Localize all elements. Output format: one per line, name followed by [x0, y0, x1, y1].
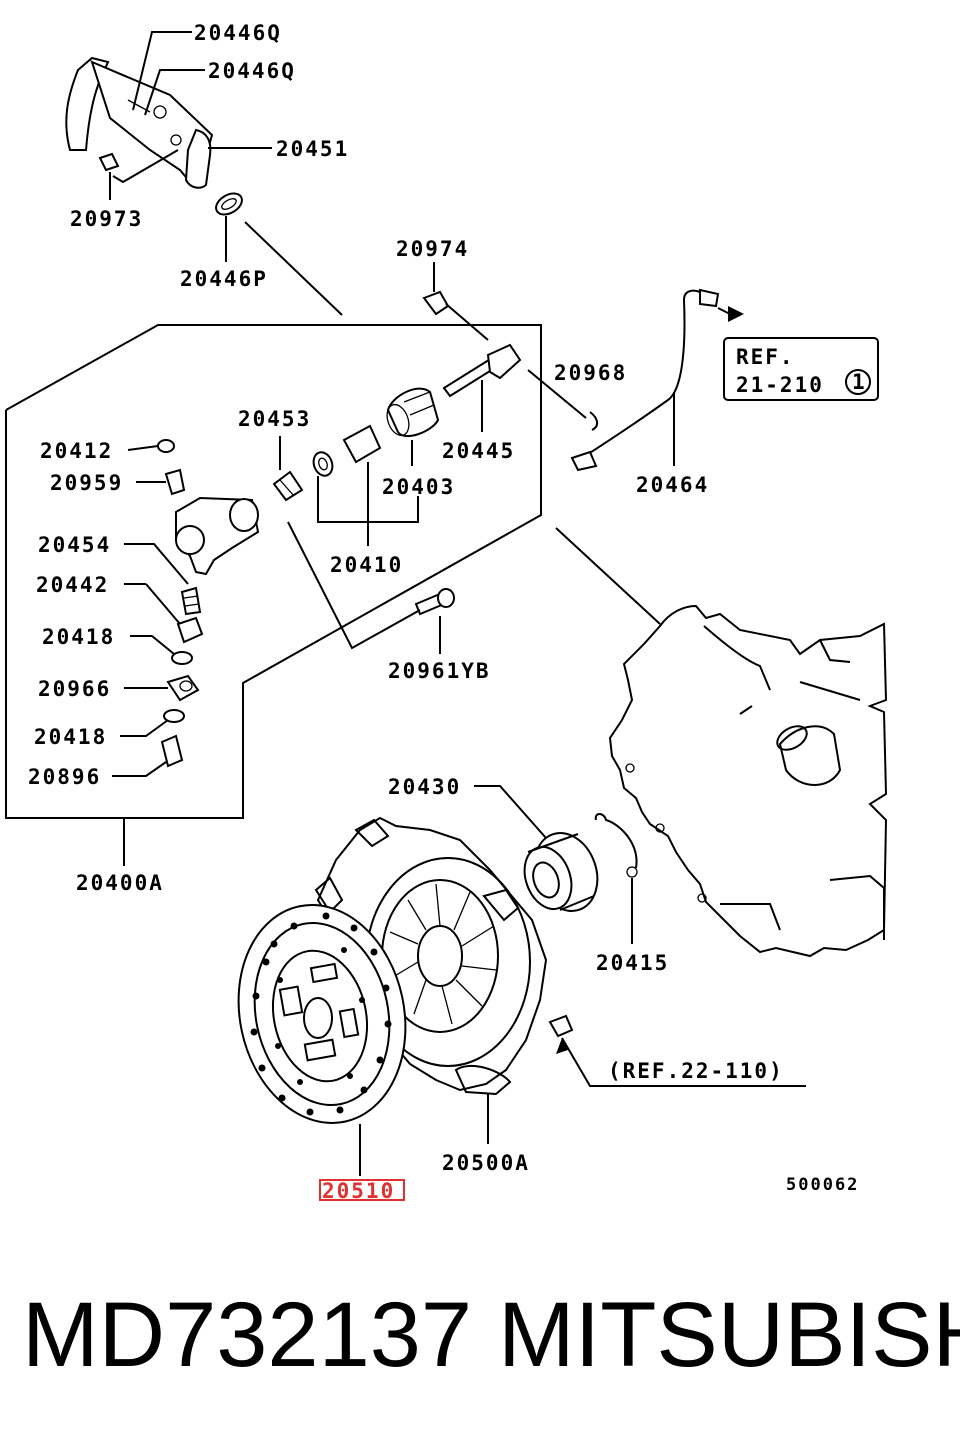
label-20451: 20451 [276, 137, 349, 161]
label-20430: 20430 [388, 775, 461, 799]
ref-box-line2: 21-210 [736, 373, 824, 397]
label-20418-b: 20418 [34, 725, 107, 749]
clutch-pipe [570, 288, 744, 472]
spring-seat [176, 616, 204, 644]
piston-spring [272, 470, 304, 502]
boot-ring [215, 192, 243, 216]
label-20400A: 20400A [76, 871, 164, 895]
piston [312, 424, 382, 477]
label-ref-22-110: (REF.22-110) [608, 1059, 784, 1083]
release-cylinder [175, 496, 260, 576]
release-bearing [523, 832, 599, 912]
label-20961YB: 20961YB [388, 659, 491, 683]
label-20974: 20974 [396, 237, 469, 261]
label-20500A: 20500A [442, 1151, 530, 1175]
label-20412: 20412 [40, 439, 113, 463]
pipe-clip [589, 411, 598, 431]
label-20446Q-b: 20446Q [208, 59, 296, 83]
label-20968: 20968 [554, 361, 627, 385]
brand-name: MITSUBISHI [498, 1284, 960, 1386]
part-number: MD732137 [22, 1284, 472, 1386]
label-20446Q-a: 20446Q [194, 21, 282, 45]
fork-pin [98, 152, 120, 172]
transmission-housing [608, 604, 888, 958]
union-bolt [166, 674, 200, 702]
label-20896: 20896 [28, 765, 101, 789]
bearing-clip [594, 813, 638, 878]
disc-rivet-holes [250, 912, 392, 1116]
boot [386, 387, 440, 438]
label-20415: 20415 [596, 951, 669, 975]
clutch-disc [237, 904, 407, 1124]
label-20403: 20403 [382, 475, 455, 499]
ref-box-line1: REF. [736, 345, 795, 369]
label-20959: 20959 [50, 471, 123, 495]
label-20453: 20453 [238, 407, 311, 431]
label-20510: 20510 [322, 1179, 395, 1203]
label-20966: 20966 [38, 677, 111, 701]
spring-20454 [180, 586, 202, 616]
bleeder-nipple [164, 468, 186, 496]
label-20445: 20445 [442, 439, 515, 463]
damper-springs [278, 962, 360, 1062]
label-20418-a: 20418 [42, 625, 115, 649]
diaphragm-fingers [387, 883, 497, 1025]
ref-box-circle-number: 1 [852, 370, 865, 394]
ref-box: REF. 21-210 1 [723, 337, 879, 401]
label-20446P: 20446P [180, 267, 268, 291]
push-rod [442, 343, 522, 398]
dust-cap [157, 439, 175, 453]
clutch-cover [314, 816, 548, 1096]
highlight-box-20510 [319, 1179, 405, 1201]
diagram-id: 500062 [786, 1175, 859, 1195]
label-20410: 20410 [330, 553, 403, 577]
dowel-pin [548, 1014, 574, 1038]
label-20973: 20973 [70, 207, 143, 231]
connector-bolt [160, 734, 184, 768]
o-ring-b [163, 709, 185, 723]
kit-outline [5, 324, 542, 819]
mounting-bolt [414, 588, 455, 616]
bleeder-screw [422, 290, 489, 341]
label-20442: 20442 [36, 573, 109, 597]
label-20454: 20454 [38, 533, 111, 557]
release-fork [65, 56, 214, 189]
o-ring-a [171, 651, 193, 665]
label-20464: 20464 [636, 473, 709, 497]
